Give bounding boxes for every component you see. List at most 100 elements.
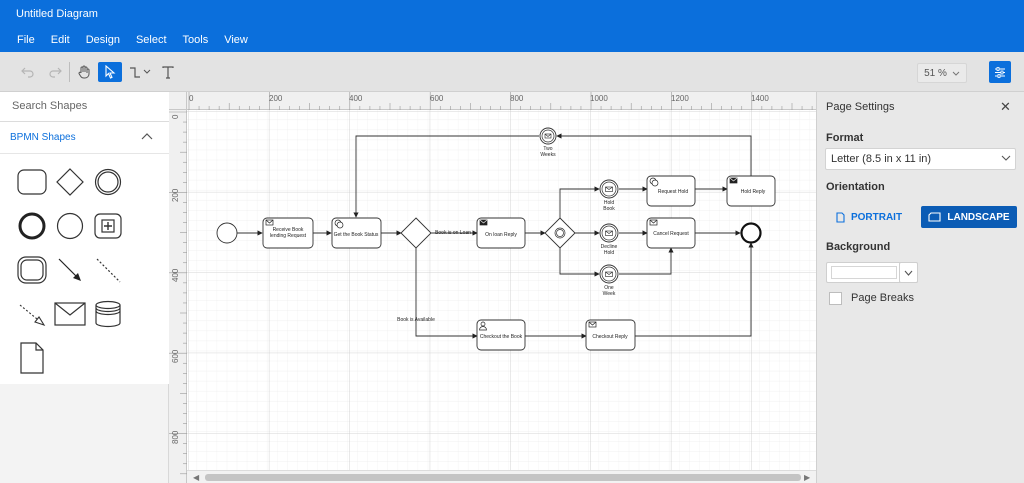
diagram-surface[interactable]: Receive Book lending Request Get the Boo… (187, 110, 816, 470)
close-icon[interactable]: ✕ (1000, 99, 1011, 114)
envelope-icon (605, 271, 613, 277)
scroll-left-icon[interactable]: ◀ (193, 473, 200, 482)
connector[interactable] (556, 133, 752, 177)
grid-major (187, 110, 816, 470)
menu-view[interactable]: View (224, 34, 248, 46)
ruler-label: 600 (171, 349, 180, 363)
ruler-label: 600 (430, 94, 444, 103)
envelope-icon (588, 321, 597, 328)
shape-association[interactable] (90, 252, 126, 288)
envelope-icon (265, 219, 274, 226)
select-tool-button[interactable] (98, 62, 122, 82)
shape-bpmn-task[interactable] (14, 164, 50, 200)
menu-select[interactable]: Select (135, 34, 167, 46)
menu-edit[interactable]: Edit (50, 34, 70, 46)
ruler-label: 200 (269, 94, 283, 103)
task-cancel-request[interactable] (646, 217, 696, 249)
color-dropdown-button[interactable] (899, 262, 918, 283)
search-shapes-input[interactable]: Search Shapes (0, 92, 169, 122)
landscape-button[interactable]: LANDSCAPE (921, 206, 1017, 228)
menu-file[interactable]: File (17, 34, 35, 46)
event-ring (601, 225, 617, 241)
zoom-dropdown[interactable]: 51 % (917, 63, 967, 83)
connector[interactable] (635, 242, 754, 337)
diamond-icon (56, 168, 84, 196)
menu-tools[interactable]: Tools (182, 34, 209, 46)
ruler-label: 1200 (671, 94, 689, 103)
shape-message[interactable] (52, 296, 88, 332)
envelope-icon (479, 219, 488, 226)
horizontal-ruler: 0 200 400 600 800 1000 1200 1400 (187, 92, 816, 110)
double-circle-icon (94, 168, 122, 196)
user-icon (479, 321, 487, 331)
event-ring (601, 181, 617, 197)
shape-bpmn-start-event[interactable] (52, 208, 88, 244)
task-request-hold[interactable] (646, 175, 696, 207)
redo-button[interactable] (43, 62, 67, 82)
dashed-arrow-icon (19, 304, 46, 327)
background-color-picker[interactable] (826, 262, 918, 283)
start-event[interactable] (216, 222, 238, 244)
page-breaks-checkbox[interactable] (829, 292, 842, 305)
format-select[interactable]: Letter (8.5 in x 11 in) (825, 148, 1016, 170)
undo-button[interactable] (16, 62, 40, 82)
task-label: lending Request (270, 233, 307, 239)
hand-icon (78, 65, 90, 79)
exclusive-gateway[interactable] (400, 217, 432, 249)
connector[interactable] (619, 247, 674, 275)
shape-bpmn-intermediate-event[interactable] (90, 164, 126, 200)
flow-label: Book is Available (397, 317, 435, 323)
title-bar: Untitled Diagram File Edit Design Select… (0, 0, 1024, 52)
shape-bpmn-subprocess[interactable] (90, 208, 126, 244)
zoom-value: 51 % (924, 67, 947, 79)
shape-message-flow[interactable] (14, 296, 50, 332)
gateway-marker-icon (556, 229, 564, 237)
pan-tool-button[interactable] (72, 62, 96, 82)
bpmn-shapes-group-header[interactable]: BPMN Shapes (0, 122, 169, 154)
shape-bpmn-gateway[interactable] (52, 164, 88, 200)
connector-tool-button[interactable] (126, 62, 154, 82)
shape-bpmn-end-event[interactable] (14, 208, 50, 244)
shape-bpmn-event-subprocess[interactable] (14, 252, 50, 288)
format-label: Format (826, 132, 864, 144)
database-icon (95, 300, 121, 328)
envelope-icon (649, 219, 658, 226)
envelope-icon (605, 186, 613, 192)
connector[interactable] (353, 135, 539, 218)
shape-data-store[interactable] (90, 296, 126, 332)
dotted-line-icon (96, 258, 121, 283)
scroll-right-icon[interactable]: ▶ (804, 473, 811, 482)
task-get-book-status[interactable] (331, 217, 382, 249)
sliders-icon (995, 66, 1005, 78)
event-label: One (604, 285, 614, 291)
toolbar: 51 % (0, 52, 1024, 92)
portrait-button[interactable]: PORTRAIT (826, 206, 912, 228)
task-hold-reply[interactable] (726, 175, 776, 207)
landscape-page-icon (928, 212, 941, 222)
task-on-loan-reply[interactable] (476, 217, 526, 249)
connector[interactable] (559, 186, 600, 218)
ruler-corner (169, 92, 187, 110)
horizontal-scrollbar[interactable]: ◀ ▶ (187, 470, 816, 483)
properties-toggle-button[interactable] (989, 61, 1011, 83)
menu-design[interactable]: Design (85, 34, 120, 46)
event-based-gateway[interactable] (544, 217, 576, 249)
end-event[interactable] (740, 222, 762, 244)
task-checkout-book[interactable] (476, 319, 526, 351)
connector[interactable] (559, 248, 600, 277)
shape-sequence-flow[interactable] (52, 252, 88, 288)
gear-icon (649, 177, 659, 187)
shape-data-object[interactable] (14, 340, 50, 376)
envelope-icon (605, 230, 613, 236)
task-receive-request[interactable] (262, 217, 314, 249)
page-settings-panel: Page Settings ✕ Format Letter (8.5 in x … (816, 92, 1024, 483)
text-tool-button[interactable] (156, 62, 180, 82)
task-checkout-reply[interactable] (585, 319, 636, 351)
ruler-label: 800 (510, 94, 524, 103)
connector[interactable] (415, 248, 478, 339)
diagram-canvas[interactable]: 0 200 400 600 800 1000 1200 1400 0 200 4… (169, 92, 816, 483)
color-swatch (831, 266, 897, 279)
undo-icon (21, 67, 34, 78)
scrollbar-thumb[interactable] (205, 474, 801, 481)
event-label: Hold (604, 250, 615, 256)
